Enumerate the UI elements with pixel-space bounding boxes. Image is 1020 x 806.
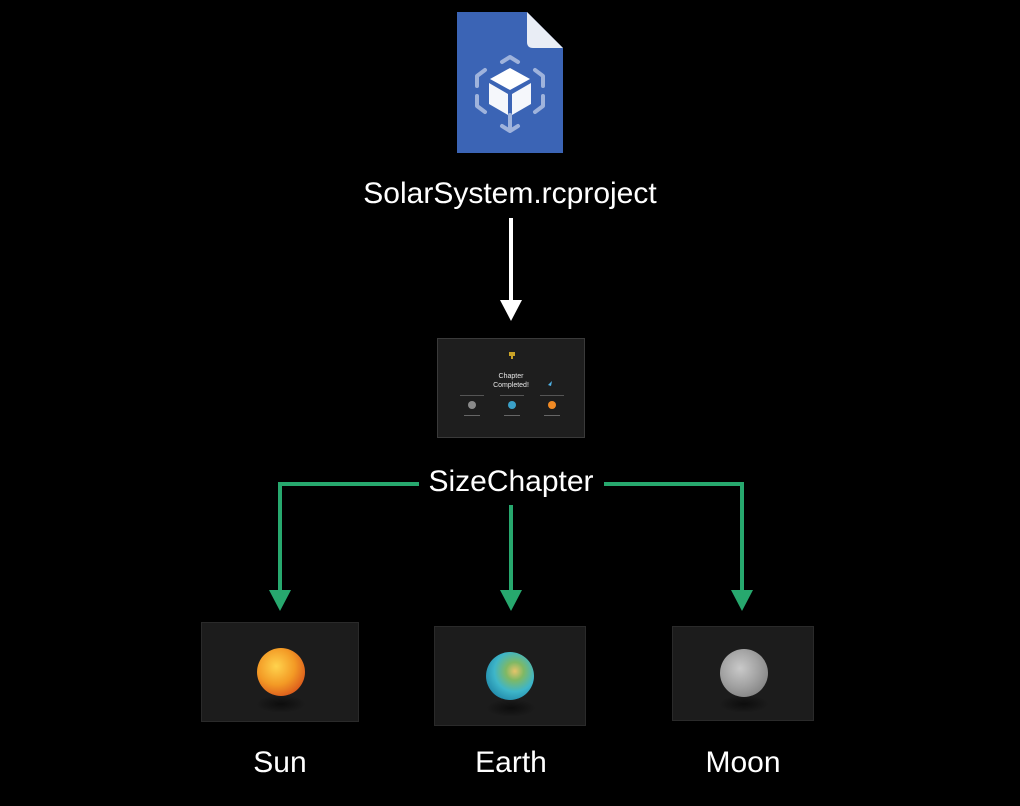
rocket-icon (548, 381, 552, 386)
chapter-thumbnail-title-line1: Chapter (498, 373, 524, 380)
earth-icon (486, 652, 534, 700)
moon-mini-icon (468, 401, 476, 409)
chapter-to-earth-arrow (500, 505, 522, 611)
chapter-thumbnail[interactable]: Chapter Completed! (437, 338, 585, 438)
project-file-name: SolarSystem.rcproject (363, 177, 657, 210)
chapter-to-moon-arrow (604, 482, 753, 611)
earth-scene-thumbnail[interactable] (434, 626, 586, 726)
moon-scene-thumbnail[interactable] (672, 626, 814, 721)
project-to-chapter-arrow (500, 218, 522, 321)
moon-scene-label: Moon (705, 746, 781, 779)
chapter-name: SizeChapter (428, 465, 594, 498)
chapter-thumbnail-title-line2: Completed! (493, 381, 529, 389)
sun-icon (257, 648, 305, 696)
chapter-thumbnail-title: Chapter Completed! (438, 373, 584, 391)
moon-icon (720, 649, 768, 697)
sun-mini-icon (548, 401, 556, 409)
trophy-icon (509, 352, 515, 359)
sun-scene-label: Sun (253, 746, 307, 779)
earth-mini-icon (508, 401, 516, 409)
reality-composer-file-icon[interactable] (455, 10, 565, 155)
sun-scene-thumbnail[interactable] (201, 622, 359, 722)
chapter-to-sun-arrow (269, 482, 419, 611)
earth-scene-label: Earth (475, 746, 547, 779)
